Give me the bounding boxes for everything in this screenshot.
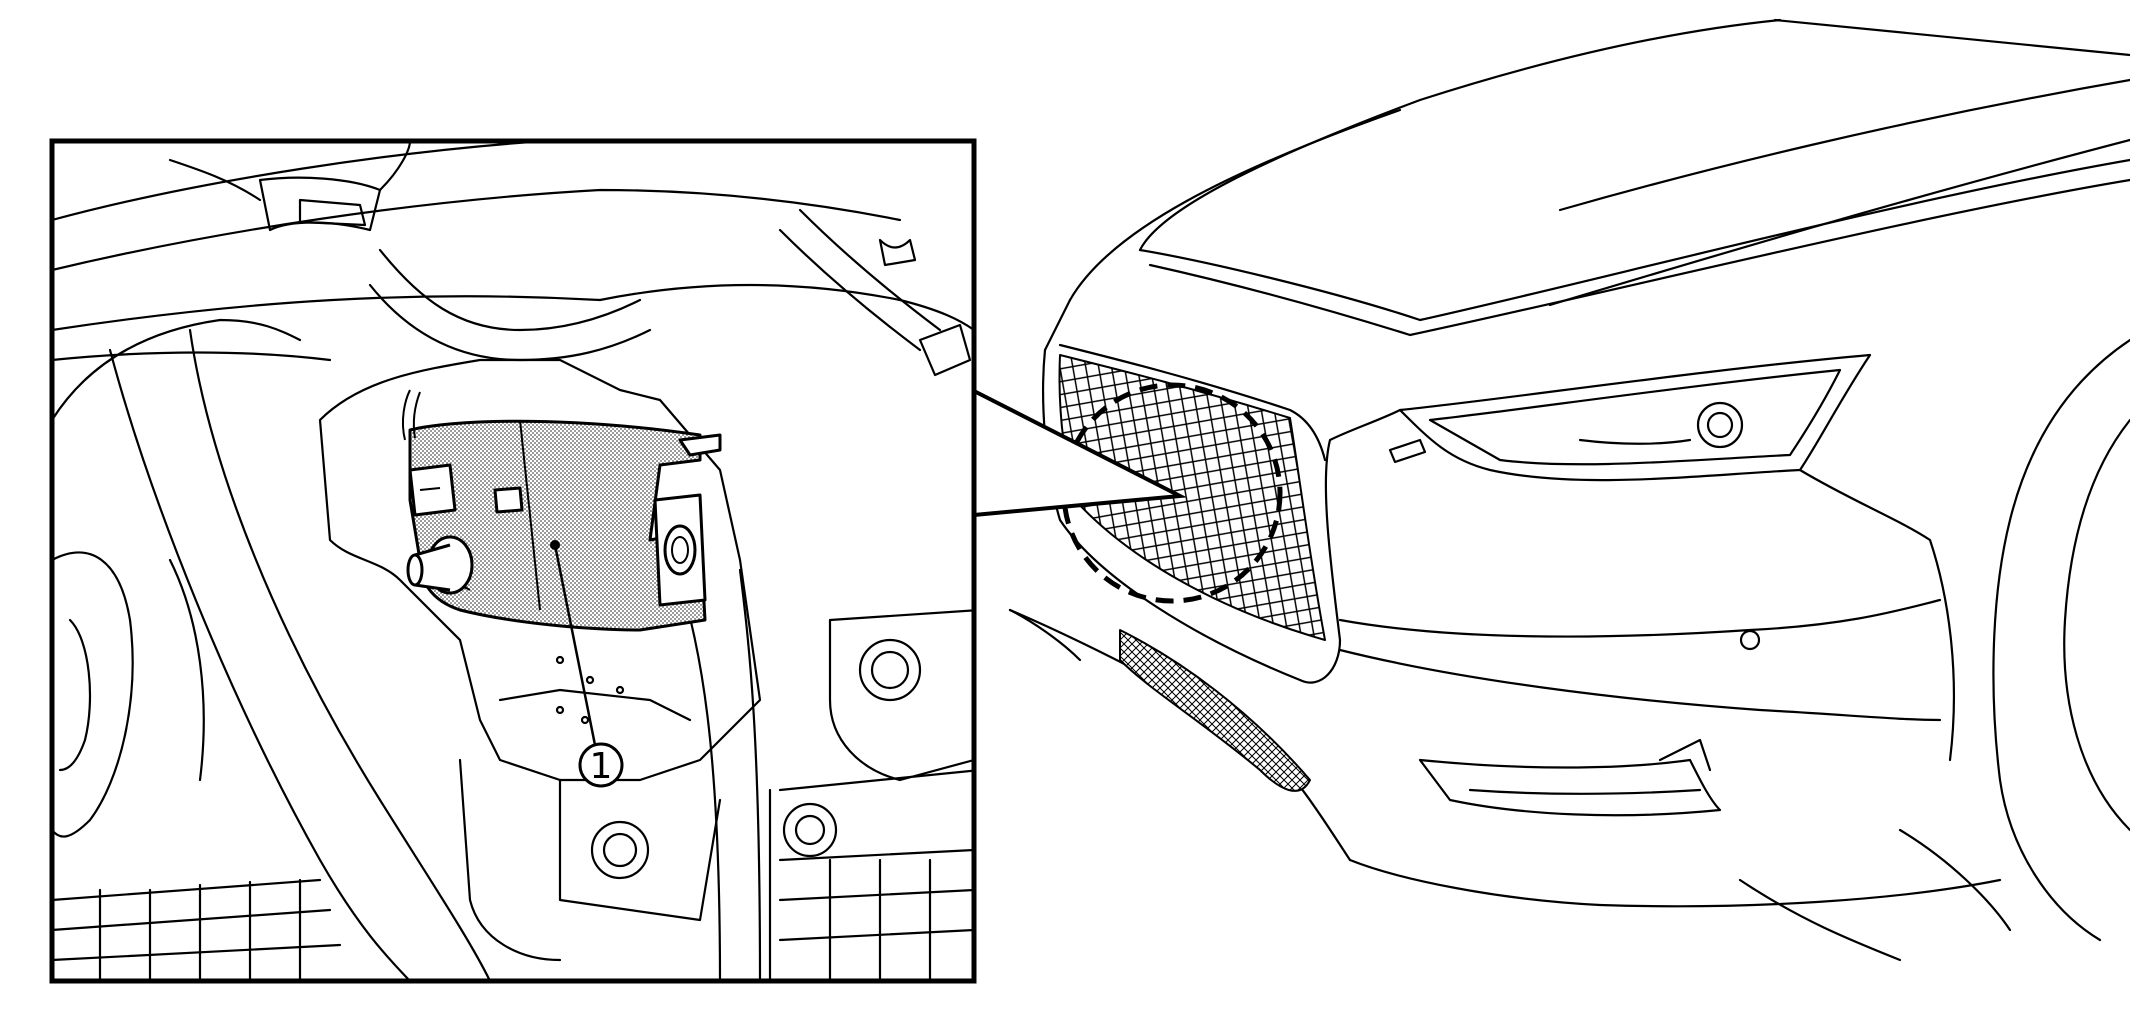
callout-1: 1: [578, 742, 624, 788]
callout-circle-1: [578, 742, 624, 788]
leader-line-1: [553, 544, 597, 746]
engine-bay-detail: [52, 141, 974, 981]
leader-dot-1: [550, 540, 560, 550]
callout-number-1: 1: [590, 746, 613, 787]
component: [401, 389, 722, 632]
car-front-view: [1008, 18, 2130, 962]
callout-leader: [973, 389, 1188, 517]
